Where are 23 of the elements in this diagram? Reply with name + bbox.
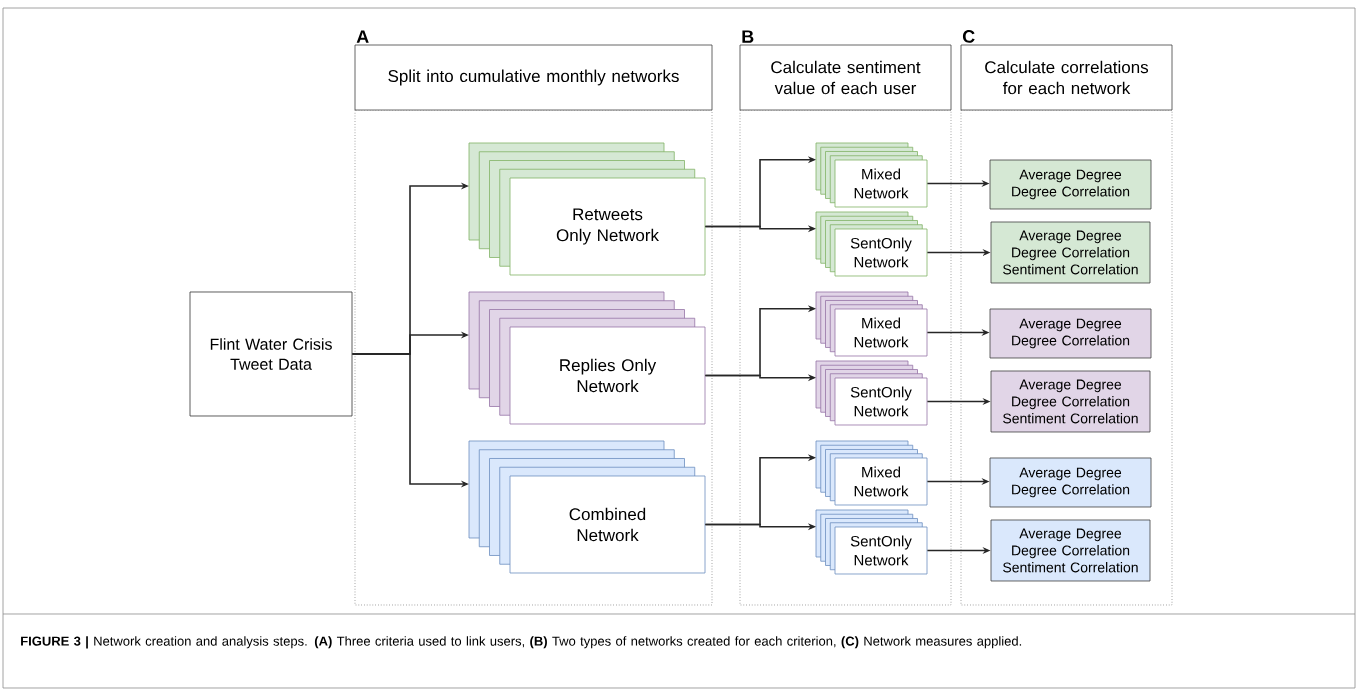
stacked-network-box: SentOnly Network (815, 360, 928, 426)
node-label: B (742, 30, 754, 43)
stacked-network-box: Combined Network (468, 440, 706, 574)
measures-box: Average Degree Degree Correlation (989, 159, 1152, 210)
stacked-network-box: Mixed Network (815, 440, 928, 506)
stacked-network-box: Replies Only Network (468, 291, 706, 425)
step-header-box: Split into cumulative monthly networks A (354, 30, 713, 111)
measures-box: Average Degree Degree Correlation Sentiment Correlation (990, 221, 1151, 284)
stacked-network-box: Mixed Network (815, 291, 928, 357)
step-header-box: Calculate correlations for each network C (960, 30, 1173, 111)
stacked-network-box: Mixed Network (815, 142, 928, 208)
measures-box: Average Degree Degree Correlation (989, 457, 1152, 508)
measures-box: Average Degree Degree Correlation (989, 308, 1152, 359)
measures-box: Average Degree Degree Correlation Sentiment Correlation (990, 370, 1151, 433)
node-label: C (962, 30, 975, 43)
node-label: A (356, 30, 369, 43)
measures-box: Average Degree Degree Correlation Sentiment Correlation (990, 519, 1151, 582)
step-header-box: Calculate sentiment value of each user B (739, 30, 952, 111)
stacked-network-box: SentOnly Network (815, 211, 928, 277)
figure-caption: FIGURE 3 | Network creation and analysis steps. (A) Three criteria used to link users, (B) Two types of networks created for each criterion, (C) Network measures applied. (21, 636, 1022, 649)
data-source-box: Flint Water Crisis Tweet Data (189, 291, 353, 417)
stacked-network-box: Retweets Only Network (468, 142, 706, 276)
stacked-network-box: SentOnly Network (815, 509, 928, 575)
